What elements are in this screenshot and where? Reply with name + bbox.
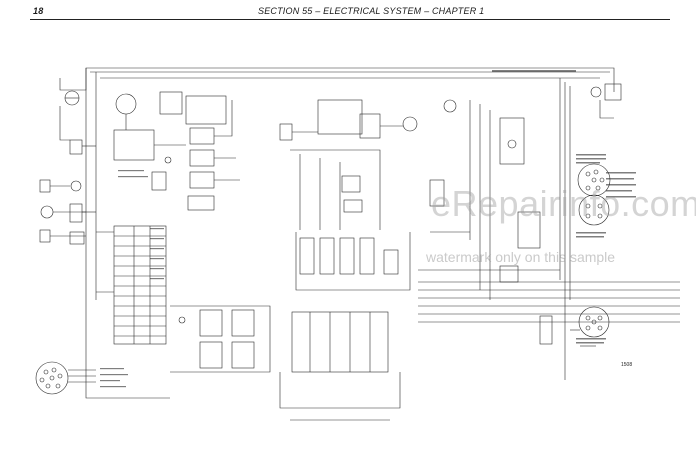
- round-connector-left: [35, 361, 96, 395]
- fuse-block: [96, 225, 167, 345]
- figure-code: 1508: [621, 362, 633, 368]
- right-harness: [418, 83, 680, 345]
- header-rule: [30, 19, 670, 20]
- left-components: [39, 90, 96, 245]
- relay-modules: [170, 305, 271, 373]
- section-title: SECTION 55 – ELECTRICAL SYSTEM – CHAPTER…: [258, 6, 485, 16]
- switch-cluster: [113, 91, 240, 211]
- main-harness-frame: [59, 67, 615, 399]
- label-marks: [100, 70, 636, 388]
- central-blocks: [279, 232, 411, 421]
- upper-middle-connectors: [279, 99, 457, 230]
- connector-diagrams-right: [570, 163, 611, 347]
- page-number: 18: [33, 6, 44, 16]
